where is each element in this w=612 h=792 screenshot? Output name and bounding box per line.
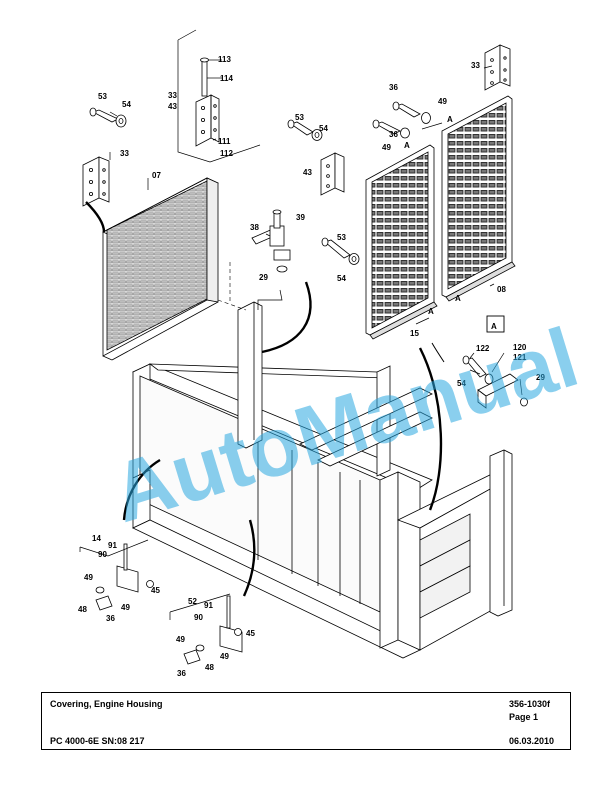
- document-number: 356-1030f: [509, 699, 551, 709]
- callout-90: 90: [98, 550, 107, 559]
- callout-36: 36: [177, 669, 186, 678]
- bolts-and-washers: [89, 101, 528, 409]
- callout-54: 54: [122, 100, 131, 109]
- callout-111: 111: [218, 137, 231, 146]
- grille-panel-07: [102, 177, 219, 361]
- document-title: Covering, Engine Housing: [50, 699, 163, 709]
- callout-33: 33: [120, 149, 129, 158]
- callout-53: 53: [295, 113, 304, 122]
- hinge-parts: [82, 44, 511, 207]
- louver-panel-08: [441, 95, 516, 302]
- callout-49: 49: [382, 143, 391, 152]
- callout-A: A: [447, 115, 453, 124]
- callout-53: 53: [337, 233, 346, 242]
- callout-122: 122: [476, 344, 490, 353]
- callout-33: 33: [168, 91, 177, 100]
- housing-frame: [132, 301, 513, 659]
- callout-49: 49: [84, 573, 93, 582]
- page-number: Page 1: [509, 712, 539, 722]
- louver-panel-15: [365, 144, 438, 340]
- callout-36: 36: [106, 614, 115, 623]
- callout-43: 43: [303, 168, 312, 177]
- callout-52: 52: [188, 597, 197, 606]
- callout-48: 48: [205, 663, 214, 672]
- callout-15: 15: [410, 329, 419, 338]
- callout-114: 114: [220, 74, 233, 83]
- callout-43: 43: [168, 102, 177, 111]
- callout-45: 45: [246, 629, 255, 638]
- callout-A: A: [404, 141, 410, 150]
- callout-112: 112: [220, 149, 233, 158]
- callout-49: 49: [121, 603, 130, 612]
- callout-A: A: [455, 294, 461, 303]
- callout-38: 38: [250, 223, 259, 232]
- detail-A-label: A: [491, 322, 497, 331]
- callout-14: 14: [92, 534, 101, 543]
- callout-121: 121: [513, 353, 527, 362]
- callout-29: 29: [259, 273, 268, 282]
- assembly-arcs: [85, 201, 445, 597]
- callout-54: 54: [319, 124, 328, 133]
- callout-53: 53: [98, 92, 107, 101]
- callout-120: 120: [513, 343, 527, 352]
- title-block: Covering, Engine Housing 356-1030f Page …: [41, 692, 571, 750]
- leader-lines: [79, 29, 523, 620]
- callout-39: 39: [296, 213, 305, 222]
- latch-parts: [95, 543, 243, 665]
- callout-07: 07: [152, 171, 161, 180]
- callout-54: 54: [337, 274, 346, 283]
- callout-A: A: [428, 307, 434, 316]
- callout-90: 90: [194, 613, 203, 622]
- model-serial: PC 4000-6E SN:08 217: [50, 736, 145, 746]
- callout-36: 36: [389, 130, 398, 139]
- callout-29: 29: [536, 373, 545, 382]
- callout-91: 91: [108, 541, 117, 550]
- callout-33: 33: [471, 61, 480, 70]
- callout-labels: 113 114 33 43 111 112 53 54 33 07 38 39 …: [78, 55, 545, 678]
- alignment-lines: [217, 262, 247, 311]
- exploded-parts-drawing: 113 114 33 43 111 112 53 54 33 07 38 39 …: [78, 29, 588, 678]
- callout-49: 49: [438, 97, 447, 106]
- detail-A-box: [486, 315, 505, 333]
- callout-48: 48: [78, 605, 87, 614]
- callout-113: 113: [218, 55, 231, 64]
- callout-49: 49: [176, 635, 185, 644]
- document-date: 06.03.2010: [509, 736, 555, 746]
- callout-54: 54: [457, 379, 466, 388]
- callout-91: 91: [204, 601, 213, 610]
- callout-49: 49: [220, 652, 229, 661]
- callout-08: 08: [497, 285, 506, 294]
- callout-45: 45: [151, 586, 160, 595]
- callout-36: 36: [389, 83, 398, 92]
